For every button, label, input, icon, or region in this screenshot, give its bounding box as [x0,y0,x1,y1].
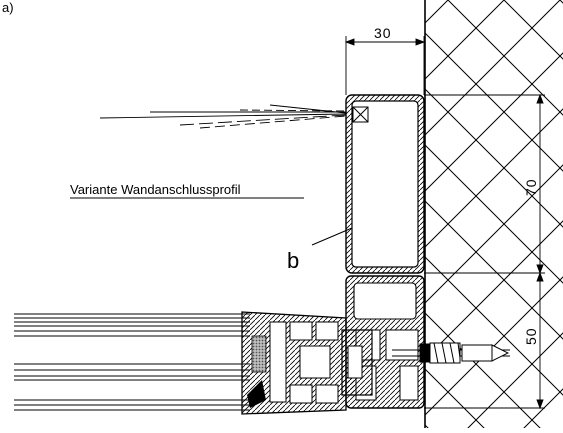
reference-lines [99,104,347,129]
insulated-glazing [14,313,250,411]
figure-prefix: a) [2,0,14,15]
fixing-marker [352,106,369,123]
leader-b [311,227,353,246]
mark-b: b [287,248,299,273]
anchor-screw [392,342,510,364]
wall-connection-profile [345,94,425,274]
dimension-width [344,36,426,95]
dimension-height [424,93,545,410]
wall [424,0,563,428]
sash-frame [241,311,373,415]
dimension-height-upper-label: 70 [523,178,539,196]
dimension-width-label: 30 [374,25,392,41]
caption: Variante Wandanschlussprofil [70,182,241,197]
dimension-height-lower-label: 50 [523,327,539,345]
